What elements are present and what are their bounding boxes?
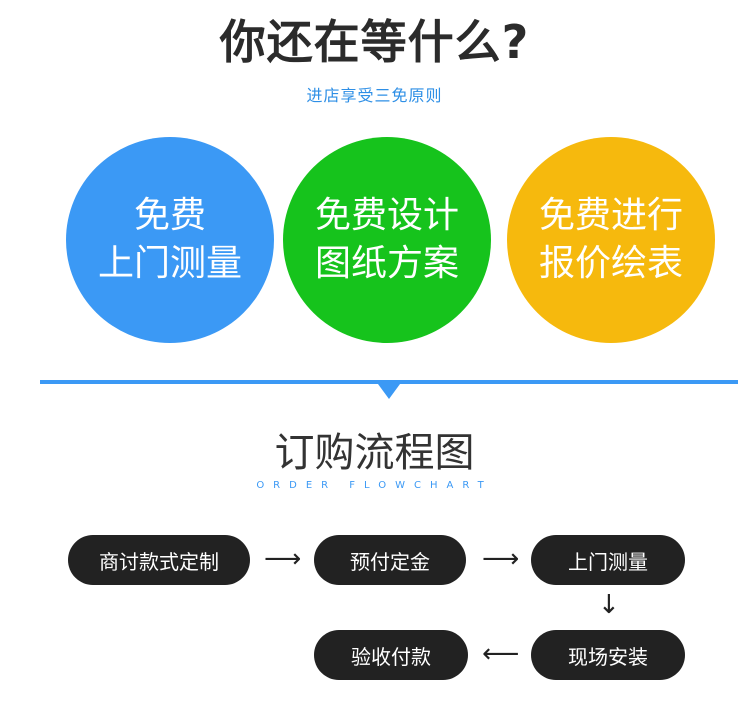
flow-step-deposit: 预付定金 <box>314 535 466 585</box>
arrow-right-icon: ⟶ <box>264 544 302 574</box>
benefit-line2: 上门测量 <box>97 243 242 284</box>
benefit-line2: 报价绘表 <box>538 243 683 284</box>
benefit-circle-quote: 免费进行 报价绘表 <box>507 137 715 343</box>
arrow-left-icon: ⟵ <box>482 639 520 669</box>
page-subtitle: 进店享受三免原则 <box>306 86 443 105</box>
page-headline: 你还在等什么? <box>219 15 530 69</box>
benefit-line2: 图纸方案 <box>314 243 459 284</box>
flowchart-subtitle: ORDER FLOWCHART <box>256 480 493 491</box>
flow-step-install: 现场安装 <box>531 630 685 680</box>
flow-step-discuss: 商讨款式定制 <box>68 535 250 585</box>
flowchart-title: 订购流程图 <box>274 430 475 476</box>
arrow-right-icon: ⟶ <box>482 544 520 574</box>
divider-pointer-icon <box>378 384 400 399</box>
benefit-line1: 免费 <box>133 195 206 236</box>
arrow-down-icon: ↓ <box>598 590 620 620</box>
benefit-circle-measure: 免费 上门测量 <box>66 137 274 343</box>
benefit-circle-design: 免费设计 图纸方案 <box>283 137 491 343</box>
flow-step-measure: 上门测量 <box>531 535 685 585</box>
benefit-line1: 免费进行 <box>538 195 683 236</box>
section-divider <box>40 380 738 384</box>
benefit-line1: 免费设计 <box>314 195 459 236</box>
flow-step-acceptance: 验收付款 <box>314 630 468 680</box>
